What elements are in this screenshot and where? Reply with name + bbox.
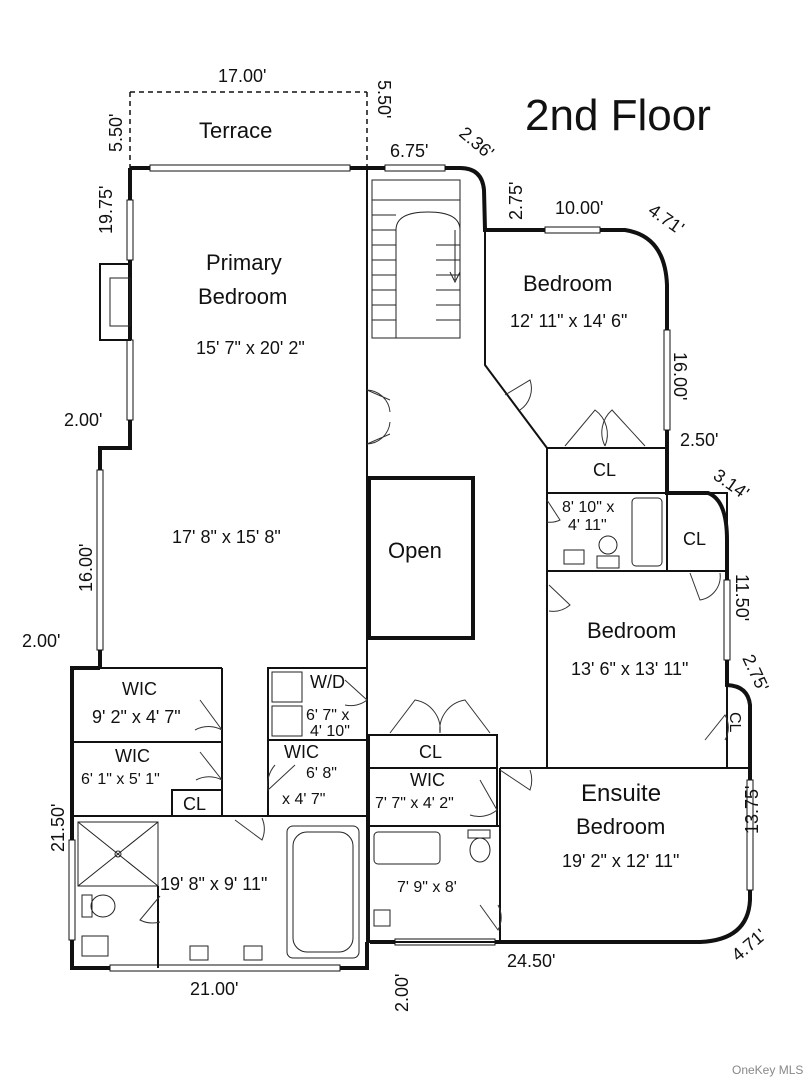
primary-bedroom-label-line1: Primary: [206, 250, 282, 275]
dim-6-75: 6.75': [390, 141, 428, 161]
closet-1-label: CL: [593, 460, 616, 480]
washer-dryer-label: W/D: [310, 672, 345, 692]
dim-16-00-right: 16.00': [670, 352, 690, 400]
dim-21-00: 21.00': [190, 979, 238, 999]
closet-3-label: CL: [726, 712, 743, 733]
washer-dryer-dimensions-line2: 4' 10": [310, 723, 350, 740]
ensuite-dimensions: 19' 2" x 12' 11": [562, 851, 679, 871]
doors: [139, 379, 729, 931]
bath-1-dimensions-line2: 4' 11": [568, 517, 607, 534]
wic-2-dimensions: 6' 1" x 5' 1": [81, 771, 160, 788]
bedroom-1-dimensions: 12' 11" x 14' 6": [510, 311, 627, 331]
primary-bath-dimensions: 19' 8" x 9' 11": [160, 874, 267, 894]
dim-2-00-c: 2.00': [392, 974, 412, 1012]
dim-13-75: 13.75': [742, 786, 762, 834]
primary-bedroom-label-line2: Bedroom: [198, 284, 287, 309]
bedroom-1-label: Bedroom: [523, 271, 612, 296]
dim-terrace-width: 17.00': [218, 66, 266, 86]
closet-2-label: CL: [683, 529, 706, 549]
dim-2-00-b: 2.00': [22, 631, 60, 651]
primary-lower-dimensions: 17' 8" x 15' 8": [172, 527, 281, 547]
dim-21-50: 21.50': [48, 804, 68, 852]
fireplace: [99, 263, 131, 341]
dimension-labels: 17.00' 5.50' 5.50' 6.75' 2.36' 2.75' 10.…: [22, 66, 773, 1012]
wic-4-label: WIC: [410, 770, 445, 790]
dim-2-50: 2.50': [680, 430, 718, 450]
wic-3-dimensions-line2: x 4' 7": [282, 791, 325, 808]
exterior-walls: [70, 166, 752, 970]
ensuite-label-line2: Bedroom: [576, 814, 665, 839]
wic-3-dimensions-line1: 6' 8": [306, 765, 337, 782]
washer-dryer-dimensions-line1: 6' 7" x: [306, 707, 349, 724]
wic-1-label: WIC: [122, 679, 157, 699]
wic-4-dimensions: 7' 7" x 4' 2": [375, 795, 454, 812]
open-label: Open: [388, 538, 442, 563]
windows: [68, 164, 754, 972]
terrace-outline: [129, 91, 368, 168]
floor-title: 2nd Floor: [525, 91, 711, 140]
dim-2-36: 2.36': [455, 123, 497, 163]
dim-2-00-a: 2.00': [64, 410, 102, 430]
dim-2-75-top: 2.75': [506, 182, 526, 220]
bath-2-dimensions: 7' 9" x 8': [397, 879, 457, 896]
bedroom-2-label: Bedroom: [587, 618, 676, 643]
dim-10-00: 10.00': [555, 198, 603, 218]
wic-3-label: WIC: [284, 742, 319, 762]
dim-24-50: 24.50': [507, 951, 555, 971]
ensuite-label-line1: Ensuite: [581, 780, 661, 807]
wic-1-dimensions: 9' 2" x 4' 7": [92, 707, 181, 727]
bath-1-dimensions-line1: 8' 10" x: [562, 499, 614, 516]
dim-4-71-top: 4.71': [645, 200, 688, 238]
primary-bedroom-dimensions: 15' 7" x 20' 2": [196, 338, 305, 358]
closet-4-label: CL: [183, 794, 206, 814]
dim-19-75: 19.75': [96, 186, 116, 234]
closet-5-label: CL: [419, 742, 442, 762]
watermark: OneKey MLS: [732, 1063, 803, 1077]
interior-walls: [72, 168, 750, 968]
room-labels: Terrace Primary Bedroom 15' 7" x 20' 2" …: [81, 118, 743, 896]
dim-11-50: 11.50': [732, 574, 752, 621]
bedroom-2-dimensions: 13' 6" x 13' 11": [571, 659, 688, 679]
dim-terrace-right: 5.50': [374, 80, 394, 118]
dim-16-00-left: 16.00': [76, 544, 96, 592]
dim-terrace-left: 5.50': [106, 114, 126, 152]
terrace-label: Terrace: [199, 118, 272, 143]
wic-2-label: WIC: [115, 746, 150, 766]
